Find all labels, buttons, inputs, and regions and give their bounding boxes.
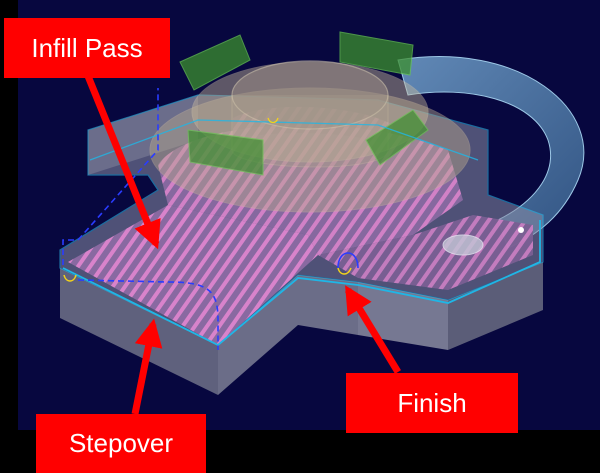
- stepover-callout: Stepover: [36, 414, 206, 473]
- finish-arrow: [345, 285, 401, 374]
- cam-viewport: [18, 0, 600, 430]
- finish-contour: [62, 220, 541, 347]
- lead-in-top: [267, 117, 279, 124]
- corner-marker: [518, 227, 524, 233]
- link-move-left: [62, 88, 159, 265]
- base-front-face-right: [218, 275, 358, 395]
- bolt-hole: [442, 234, 484, 256]
- finish-callout: Finish: [346, 373, 518, 433]
- stepover-arrow: [131, 318, 163, 415]
- fixture-block-bottom-right: [365, 109, 429, 166]
- lead-in-finish: [337, 267, 352, 275]
- toolpath-infill-left: [68, 205, 318, 345]
- link-move-finish: [337, 252, 359, 269]
- boss-top: [231, 60, 389, 130]
- cam-model-render: [59, 31, 585, 395]
- fixture-block-top-left: [179, 34, 251, 91]
- lead-in-left: [63, 274, 77, 282]
- base-right-face: [448, 262, 543, 350]
- fixture-block-top-right: [339, 31, 414, 76]
- finish-contour-top: [89, 119, 479, 161]
- fixture-block-bottom-left: [187, 129, 264, 176]
- infill-pass-callout: Infill Pass: [4, 18, 170, 78]
- link-move-bottom: [77, 279, 219, 350]
- toolpath-infill-right: [318, 215, 533, 290]
- infill-arrow: [84, 74, 161, 250]
